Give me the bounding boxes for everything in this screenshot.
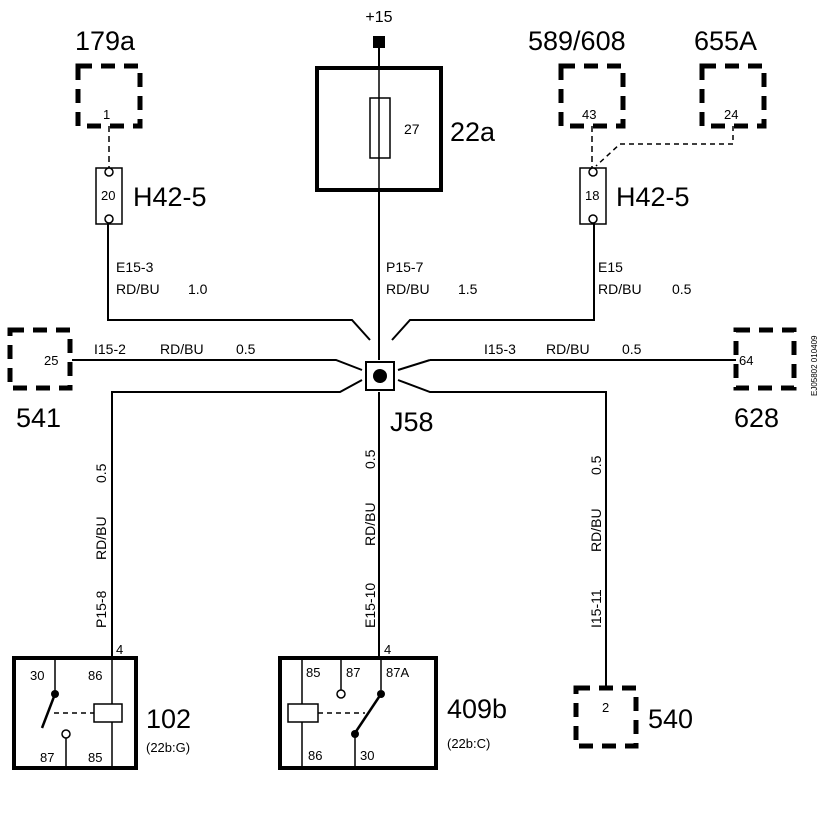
splice-left-pin-bottom-icon — [104, 214, 114, 224]
splice-h42-5-left: 20 H42-5 — [95, 167, 207, 225]
wire-i15-11-id: I15-11 — [588, 589, 604, 628]
connector-655a: 655A 24 — [595, 26, 767, 167]
connector-541: 25 541 — [7, 327, 73, 433]
wire-i15-11 — [397, 379, 607, 688]
wire-i15-2 — [72, 359, 363, 371]
relay-102-pin-86: 86 — [88, 668, 102, 683]
splice-right-name: H42-5 — [616, 182, 690, 212]
connector-655a-name: 655A — [694, 26, 757, 56]
supply-terminal-icon — [373, 36, 385, 48]
wire-p15-7-id: P15-7 — [386, 259, 424, 275]
connector-179a-name: 179a — [75, 26, 136, 56]
relay-409b-pin-86: 86 — [308, 748, 322, 763]
connector-628: 64 628 EJ05802 010409 — [733, 327, 819, 433]
relay-102-name: 102 — [146, 704, 191, 734]
connector-540-pin: 2 — [602, 700, 609, 715]
relay-409b-pin-87: 87 — [346, 665, 360, 680]
connector-179a: 179a 1 — [75, 26, 143, 168]
relay-102-pin-30: 30 — [30, 668, 44, 683]
relay-409b-pin-87a: 87A — [386, 665, 409, 680]
connector-540-box — [573, 685, 639, 749]
relay-409b-pin-85: 85 — [306, 665, 320, 680]
connector-655a-box — [699, 63, 767, 129]
wire-e15-id: E15 — [598, 259, 623, 275]
connector-589-box — [558, 63, 626, 129]
junction-j58: J58 — [365, 361, 434, 437]
wire-p15-7-spec: RD/BU — [386, 281, 430, 297]
wire-e15-10-id: E15-10 — [362, 583, 378, 628]
connector-628-name: 628 — [734, 403, 779, 433]
fuse-number: 27 — [404, 121, 420, 137]
wire-e15-10-size: 0.5 — [362, 449, 378, 469]
connector-589-name: 589/608 — [528, 26, 626, 56]
fuse-icon — [369, 97, 391, 159]
wire-p15-8-size: 0.5 — [93, 463, 109, 483]
splice-right-pin-bottom-icon — [588, 214, 598, 224]
wire-i15-2-spec: RD/BU — [160, 341, 204, 357]
wire-i15-2-size: 0.5 — [236, 341, 256, 357]
wire-e15-3-id: E15-3 — [116, 259, 154, 275]
wire-i15-3-size: 0.5 — [622, 341, 642, 357]
wire-e15-3-size: 1.0 — [188, 281, 208, 297]
connector-540-name: 540 — [648, 704, 693, 734]
connector-628-box — [733, 327, 797, 391]
wire-p15-8-spec: RD/BU — [93, 516, 109, 560]
splice-right-pin: 18 — [585, 188, 599, 203]
connector-179a-box — [75, 63, 143, 129]
connector-655a-pin: 24 — [724, 107, 738, 122]
wire-i15-3-id: I15-3 — [484, 341, 516, 357]
fuse-name: 22a — [450, 117, 496, 147]
relay-102-coil-icon — [93, 703, 123, 723]
relay-102-pin-85: 85 — [88, 750, 102, 765]
connector-628-pin: 64 — [739, 353, 753, 368]
junction-dot-icon — [373, 369, 387, 383]
wire-e15-3-spec: RD/BU — [116, 281, 160, 297]
relay-409b-switch-icon — [353, 693, 383, 734]
fuse-box: 27 22a — [315, 66, 496, 192]
junction-name: J58 — [390, 407, 434, 437]
splice-left-pin-top-icon — [104, 167, 114, 177]
connector-540: 2 540 — [573, 685, 693, 749]
relay-409b: 4 85 87 87A 86 30 409b (22b:C) — [278, 642, 507, 770]
relay-102-input-pin: 4 — [116, 642, 123, 657]
wire-e15 — [391, 222, 595, 341]
splice-left-name: H42-5 — [133, 182, 207, 212]
relay-409b-pin-30: 30 — [360, 748, 374, 763]
connector-179a-pin: 1 — [103, 107, 110, 122]
wire-e15-10-spec: RD/BU — [362, 502, 378, 546]
wire-p15-7-size: 1.5 — [458, 281, 478, 297]
wire-i15-11-spec: RD/BU — [588, 508, 604, 552]
connector-541-pin: 25 — [44, 353, 58, 368]
splice-h42-5-right: 18 H42-5 — [579, 167, 690, 225]
relay-102-sub: (22b:G) — [146, 740, 190, 755]
wire-e15-size: 0.5 — [672, 281, 692, 297]
wire-i15-3-spec: RD/BU — [546, 341, 590, 357]
connector-541-name: 541 — [16, 403, 61, 433]
wire-i15-11-size: 0.5 — [588, 455, 604, 475]
wire-e15-3 — [107, 222, 371, 341]
wire-i15-2-id: I15-2 — [94, 341, 126, 357]
wire-p15-8 — [111, 379, 363, 658]
drawing-code: EJ05802 010409 — [810, 335, 819, 396]
relay-409b-input-pin: 4 — [384, 642, 391, 657]
relay-102-pin-87: 87 — [40, 750, 54, 765]
wire-p15-8-id: P15-8 — [93, 590, 109, 628]
vertical-wire-labels: P15-8 RD/BU 0.5 E15-10 RD/BU 0.5 I15-11 … — [93, 449, 604, 628]
connector-589-pin: 43 — [582, 107, 596, 122]
relay-409b-sub: (22b:C) — [447, 736, 490, 751]
relay-102: 4 30 86 87 85 102 (22b:G) — [12, 642, 191, 770]
connector-541-box — [7, 327, 73, 391]
wires — [72, 42, 736, 688]
relay-409b-coil-icon — [287, 703, 319, 723]
wire-e15-spec: RD/BU — [598, 281, 642, 297]
relay-409b-name: 409b — [447, 694, 507, 724]
relay-102-switch-icon — [40, 693, 57, 729]
splice-left-pin: 20 — [101, 188, 115, 203]
supply-label: +15 — [365, 9, 392, 26]
connector-589-608: 589/608 43 — [528, 26, 626, 168]
splice-right-pin-top-icon — [588, 167, 598, 177]
